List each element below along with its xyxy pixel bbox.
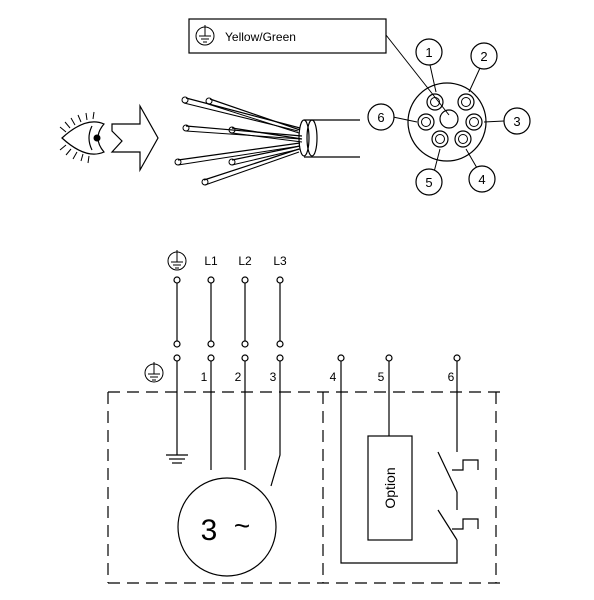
switch-contacts bbox=[437, 361, 479, 541]
terminal-label-1: 1 bbox=[201, 370, 208, 384]
terminal-strip bbox=[173, 354, 461, 362]
terminal-label-2: 2 bbox=[235, 370, 242, 384]
terminal-label-5: 5 bbox=[378, 370, 385, 384]
motor-phase-wires bbox=[210, 361, 281, 487]
wire-number-callout: 2 bbox=[470, 42, 498, 70]
wire-number-callout: 5 bbox=[415, 168, 443, 196]
supply-lines bbox=[176, 283, 281, 341]
motor-phase-label: 3 bbox=[201, 514, 218, 547]
terminal-label-6: 6 bbox=[448, 370, 455, 384]
cable-wires bbox=[174, 96, 360, 186]
wire-callouts: 1 2 3 4 5 6 bbox=[367, 38, 531, 196]
cable-cross-section bbox=[407, 82, 487, 162]
motor-ac-symbol: ~ bbox=[234, 510, 250, 541]
conductor bbox=[454, 130, 472, 148]
supply-label-l3: L3 bbox=[273, 254, 287, 268]
option-circuit: Option bbox=[340, 361, 458, 564]
wire-number-callout: 1 bbox=[415, 38, 443, 66]
conductor bbox=[457, 93, 475, 111]
conductor bbox=[431, 130, 449, 148]
svg-text:3: 3 bbox=[513, 114, 520, 129]
legend-box: Yellow/Green bbox=[188, 18, 387, 54]
motor-symbol: 3 ~ bbox=[177, 477, 277, 577]
conductor bbox=[465, 113, 483, 131]
svg-text:5: 5 bbox=[425, 175, 432, 190]
svg-text:2: 2 bbox=[480, 49, 487, 64]
svg-text:6: 6 bbox=[377, 110, 384, 125]
legend-leader-line bbox=[385, 34, 450, 116]
terminal-label-4: 4 bbox=[330, 370, 337, 384]
conductor bbox=[426, 93, 444, 111]
ground-icon bbox=[195, 25, 215, 46]
svg-text:1: 1 bbox=[425, 45, 432, 60]
view-arrow-icon bbox=[110, 103, 159, 173]
supply-label-l1: L1 bbox=[204, 254, 218, 268]
conductor bbox=[417, 113, 435, 131]
ground-wire bbox=[166, 361, 188, 464]
option-label: Option bbox=[382, 467, 398, 508]
conductor bbox=[439, 109, 459, 129]
enclosure-border bbox=[107, 391, 500, 584]
legend-text: Yellow/Green bbox=[225, 30, 296, 44]
wire-number-callout: 6 bbox=[367, 103, 395, 131]
wire-number-callout: 3 bbox=[503, 107, 531, 135]
terminal-ground-icon bbox=[144, 362, 164, 383]
supply-terminals-upper bbox=[173, 276, 284, 348]
supply-label-l2: L2 bbox=[238, 254, 252, 268]
supply-ground-icon bbox=[167, 250, 187, 271]
option-box bbox=[367, 435, 413, 541]
svg-text:4: 4 bbox=[478, 172, 485, 187]
eye-icon bbox=[59, 111, 105, 164]
wire-number-callout: 4 bbox=[468, 165, 496, 193]
terminal-label-3: 3 bbox=[270, 370, 277, 384]
